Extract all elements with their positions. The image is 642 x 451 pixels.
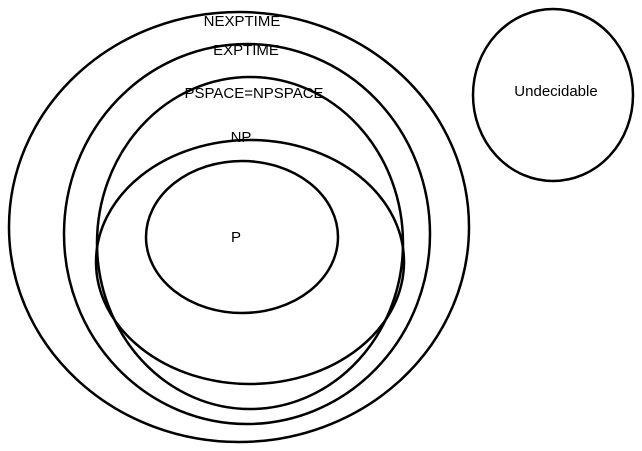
exptime-ellipse (62, 42, 432, 426)
p-label: P (231, 229, 241, 246)
pspace-label: PSPACE=NPSPACE (184, 85, 323, 102)
undecidable-label: Undecidable (514, 83, 597, 100)
np-ellipse (94, 138, 406, 386)
nexptime-ellipse (7, 10, 471, 444)
np-label: NP (231, 129, 252, 146)
nexptime-label: NEXPTIME (204, 13, 281, 30)
exptime-label: EXPTIME (213, 42, 279, 59)
undecidable-circle (471, 7, 635, 183)
p-ellipse (144, 159, 340, 315)
